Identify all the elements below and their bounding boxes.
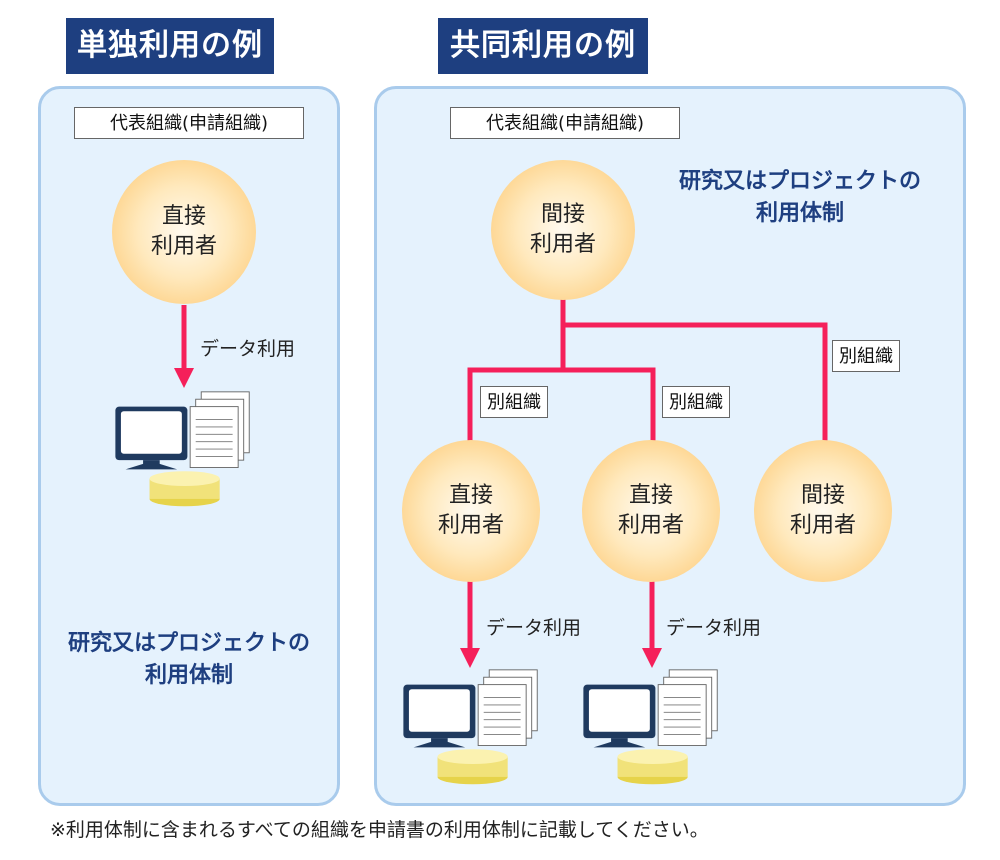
single-use-title: 単独利用の例 [66, 18, 274, 74]
child-direct-user-node-1: 直接 利用者 [402, 440, 540, 582]
other-org-label-2: 別組織 [662, 386, 730, 418]
left-org-label: 代表組織(申請組織) [74, 107, 304, 139]
node-line1: 間接 [540, 202, 585, 227]
node-line1: 直接 [628, 483, 673, 508]
right-caption: 研究又はプロジェクトの 利用体制 [640, 166, 960, 230]
left-direct-user-node: 直接 利用者 [112, 160, 256, 304]
left-caption: 研究又はプロジェクトの 利用体制 [40, 628, 338, 692]
data-arrow-head-2 [642, 648, 662, 668]
left-data-arrow-head [174, 368, 194, 388]
data-use-label-2: データ利用 [666, 617, 762, 639]
tree-branch-left [467, 325, 566, 442]
node-line1: 直接 [448, 483, 493, 508]
right-org-label: 代表組織(申請組織) [450, 107, 680, 139]
node-line2: 利用者 [617, 513, 684, 538]
left-caption-line1: 研究又はプロジェクトの [67, 631, 310, 656]
data-arrow-head-1 [460, 648, 480, 668]
right-caption-line2: 利用体制 [755, 201, 844, 226]
top-indirect-user-node: 間接 利用者 [491, 160, 635, 300]
right-caption-line1: 研究又はプロジェクトの [678, 169, 921, 194]
tree-branch-middle [563, 367, 656, 442]
footnote: ※利用体制に含まれるすべての組織を申請書の利用体制に記載してください。 [50, 819, 709, 841]
node-line2: 利用者 [789, 513, 856, 538]
child-direct-user-node-2: 直接 利用者 [582, 440, 720, 582]
node-line1: 間接 [800, 483, 845, 508]
other-org-label-3: 別組織 [832, 340, 900, 372]
left-caption-line2: 利用体制 [144, 663, 233, 688]
node-line2: 利用者 [437, 513, 504, 538]
joint-use-title: 共同利用の例 [438, 18, 648, 74]
child-indirect-user-node: 間接 利用者 [754, 440, 892, 582]
tree-branch-right [560, 298, 828, 442]
computer-data-icon-2 [583, 669, 718, 785]
node-line2: 利用者 [150, 234, 217, 259]
other-org-label-1: 別組織 [480, 386, 548, 418]
data-use-label-1: データ利用 [486, 617, 582, 639]
computer-data-icon [115, 391, 250, 507]
computer-data-icon-1 [403, 669, 538, 785]
node-line2: 利用者 [529, 232, 596, 257]
node-line1: 直接 [161, 204, 206, 229]
left-data-use-label: データ利用 [200, 338, 296, 360]
